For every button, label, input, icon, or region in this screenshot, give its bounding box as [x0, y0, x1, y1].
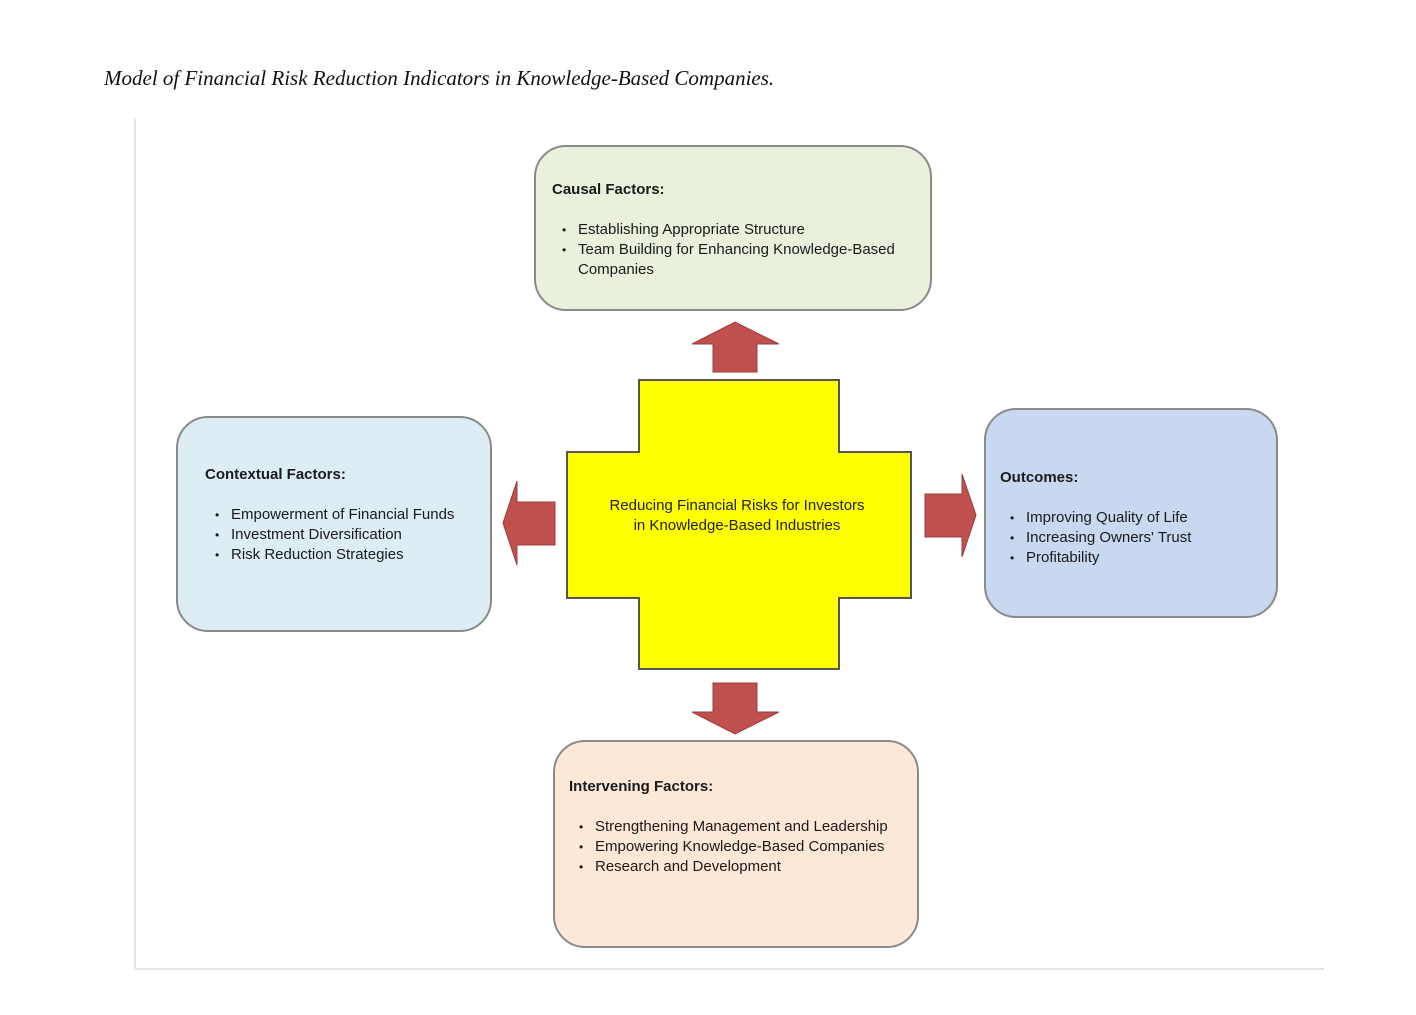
arrow-down-to-intervening: [691, 682, 780, 735]
list-item: Team Building for Enhancing Knowledge-Ba…: [562, 240, 914, 280]
list-item: Empowerment of Financial Funds: [215, 505, 474, 525]
list-item: Empowering Knowledge-Based Companies: [579, 837, 901, 857]
intervening-factors-box: Intervening Factors: Strengthening Manag…: [553, 740, 919, 948]
arrow-right-to-outcomes: [924, 473, 977, 558]
figure-caption: Model of Financial Risk Reduction Indica…: [104, 66, 775, 90]
arrow-up-to-causal: [691, 321, 780, 373]
center-label: Reducing Financial Risks for Investors i…: [609, 497, 865, 534]
contextual-factors-list: Empowerment of Financial Funds Investmen…: [205, 505, 474, 565]
outcomes-box: Outcomes: Improving Quality of Life Incr…: [984, 408, 1278, 618]
outcomes-list: Improving Quality of Life Increasing Own…: [1000, 508, 1262, 568]
intervening-factors-title: Intervening Factors:: [569, 778, 714, 795]
outcomes-title: Outcomes:: [1000, 469, 1079, 486]
intervening-factors-list: Strengthening Management and Leadership …: [569, 817, 901, 877]
list-item: Increasing Owners' Trust: [1010, 528, 1262, 548]
contextual-factors-box: Contextual Factors: Empowerment of Finan…: [176, 416, 492, 632]
list-item: Establishing Appropriate Structure: [562, 220, 914, 240]
diagram-frame: [134, 118, 1324, 970]
list-item: Investment Diversification: [215, 525, 474, 545]
causal-factors-list: Establishing Appropriate Structure Team …: [552, 220, 914, 280]
arrow-left-to-contextual: [502, 480, 556, 566]
list-item: Research and Development: [579, 857, 901, 877]
causal-factors-box: Causal Factors: Establishing Appropriate…: [534, 145, 932, 311]
contextual-factors-title: Contextual Factors:: [205, 466, 346, 483]
list-item: Improving Quality of Life: [1010, 508, 1262, 528]
list-item: Risk Reduction Strategies: [215, 545, 474, 565]
list-item: Profitability: [1010, 548, 1262, 568]
causal-factors-title: Causal Factors:: [552, 181, 665, 198]
list-item: Strengthening Management and Leadership: [579, 817, 901, 837]
center-cross-shape: [566, 379, 912, 670]
